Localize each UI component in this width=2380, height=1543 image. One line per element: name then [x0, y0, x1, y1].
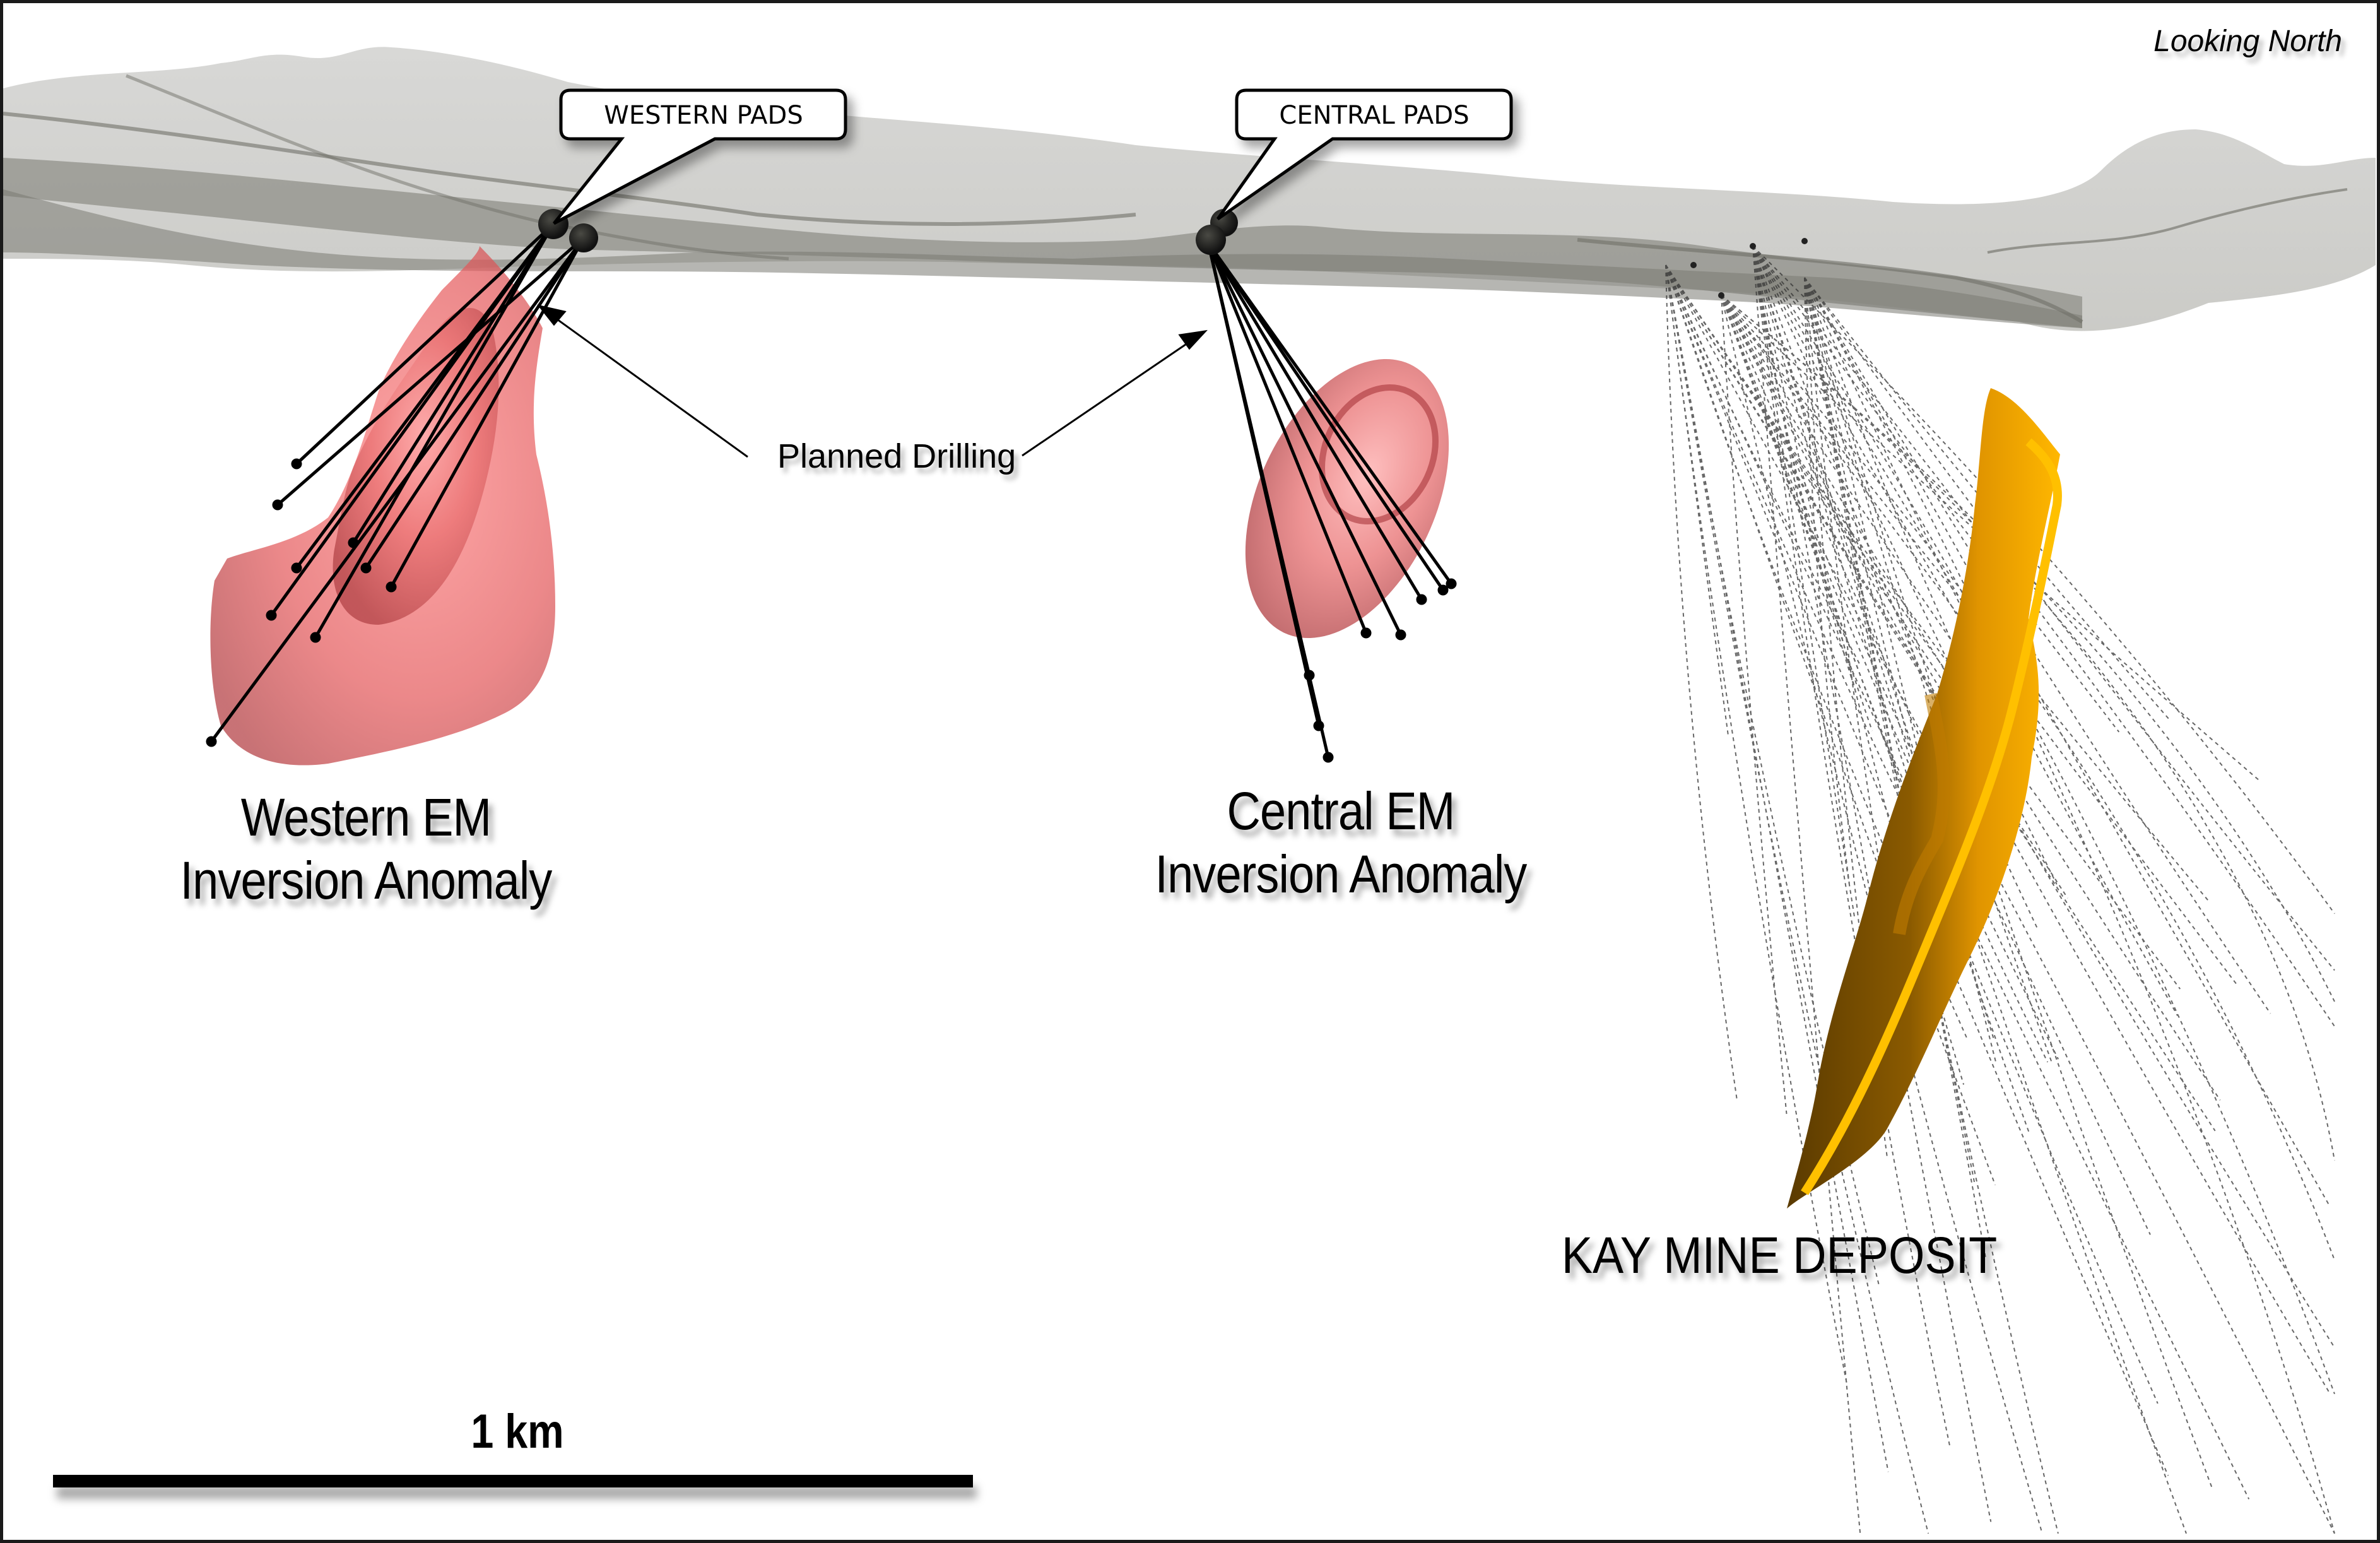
drillhole-end-marker	[266, 610, 277, 621]
planned-drillhole-trace	[1206, 242, 1453, 585]
planned-drillhole-trace	[314, 223, 555, 639]
historic-drillhole-trace	[1721, 295, 2221, 1101]
historic-drillhole-trace	[1721, 295, 2043, 1534]
planned-drillhole-trace	[1206, 242, 1403, 636]
historic-drillhole-trace	[1804, 277, 1987, 1260]
historic-drillhole-trace	[1752, 245, 1856, 690]
historic-drillhole-trace	[1804, 277, 1850, 884]
arrowhead-icon	[1178, 329, 1208, 350]
planned-drillhole-trace	[389, 237, 586, 588]
western-em-label-line2: Inversion Anomaly	[180, 851, 552, 910]
historic-drillhole-trace	[1752, 245, 2335, 1027]
drillhole-end-marker	[1416, 594, 1427, 605]
historic-drillhole-trace	[1665, 264, 1950, 692]
planned-drillhole-trace	[276, 237, 585, 506]
historic-drillhole-trace	[1752, 245, 2335, 1395]
drillhole-end-marker	[360, 562, 372, 574]
central-em-label-line2: Inversion Anomaly	[1155, 844, 1527, 904]
western-pad-collar-2	[569, 223, 598, 252]
planned-drilling-leaders	[537, 304, 1208, 458]
planned-drillhole-trace	[295, 223, 555, 465]
drillhole-end-marker	[291, 562, 302, 574]
planned-drillhole-trace	[1206, 242, 1368, 634]
drillhole-end-marker	[386, 581, 397, 593]
kay-mine-deposit-body	[1787, 388, 2062, 1209]
central-em-label-line1: Central EM	[1227, 781, 1456, 841]
historic-drillhole-trace	[1804, 277, 2213, 1489]
historic-drillhole-trace	[1665, 264, 2250, 1499]
topography-surface	[3, 47, 2376, 331]
drillhole-end-marker	[1446, 578, 1457, 589]
historic-drillhole-trace	[1665, 264, 1848, 1386]
historic-drillhole-trace	[1752, 245, 2120, 733]
drillhole-end-marker	[1360, 627, 1372, 639]
drillhole-end-marker	[291, 458, 302, 470]
central-pads-callout	[1216, 88, 1513, 221]
scale-bar	[53, 1475, 973, 1487]
central-pads-label: CENTRAL PADS	[1279, 101, 1469, 130]
central-em-anomaly-body	[1245, 358, 1449, 639]
planned-drillhole-trace	[1206, 242, 1423, 601]
historic-drillhole-trace	[1721, 295, 2210, 903]
western-pads-label: WESTERN PADS	[604, 101, 803, 130]
historic-drillhole-trace	[1804, 277, 2335, 1534]
kay-mine-deposit-label: KAY MINE DEPOSIT	[1561, 1227, 1998, 1284]
historic-drillhole-trace	[1665, 264, 2335, 1534]
drillhole-end-marker	[206, 736, 217, 747]
historic-drillhole-trace	[1752, 245, 2038, 929]
western-pads-callout	[553, 88, 847, 225]
planned-drillhole-trace	[295, 223, 555, 569]
historic-drillhole-trace	[1665, 264, 1738, 1099]
planned-drillholes	[206, 223, 1457, 763]
planned-drillhole-trace	[1206, 242, 1445, 591]
western-em-anomaly-label: Western EM Inversion Anomaly	[155, 786, 577, 912]
planned-drillhole-trace	[209, 237, 586, 743]
western-em-anomaly-body	[210, 246, 555, 766]
historic-drillhole-trace	[1665, 264, 1996, 1186]
drillhole-end-marker	[1304, 670, 1315, 681]
historic-drillhole-trace	[1721, 295, 2059, 1060]
central-em-anomaly-label: Central EM Inversion Anomaly	[1130, 779, 1552, 906]
drillhole-end-marker	[1313, 720, 1324, 731]
historic-drillhole-trace	[1665, 264, 1929, 1534]
historic-drillhole-trace	[1721, 295, 1788, 1114]
scale-bar-label: 1 km	[471, 1405, 564, 1458]
view-direction-label: Looking North	[2153, 25, 2342, 58]
historic-drillhole-trace	[1804, 277, 1996, 1062]
historic-drillhole-trace	[1665, 264, 1889, 1472]
drillhole-end-marker	[1323, 752, 1334, 763]
planned-drillhole-trace	[1206, 242, 1311, 676]
historic-drillhole-trace	[1752, 245, 1856, 918]
drillhole-end-marker	[310, 632, 321, 643]
historic-drillhole-trace	[1752, 245, 1861, 1534]
historic-drillhole-trace	[1721, 295, 2335, 1261]
drillhole-end-marker	[272, 499, 283, 511]
drillhole-end-marker	[348, 537, 359, 548]
arrowhead-icon	[537, 304, 567, 326]
planned-drillhole-trace	[351, 223, 555, 544]
drillhole-end-marker	[1395, 629, 1406, 641]
historic-drillhole-trace	[1752, 245, 1951, 1447]
historic-drillhole-trace	[1721, 295, 2331, 1395]
western-em-label-line1: Western EM	[240, 788, 492, 847]
historic-drillhole-trace	[1721, 295, 2151, 1235]
central-pad-collar-2	[1196, 225, 1226, 255]
planned-drilling-label: Planned Drilling	[777, 437, 1016, 475]
historic-drillhole-trace	[1804, 277, 1976, 1185]
historic-drillhole-trace	[1752, 245, 1992, 1522]
historic-drillhole-trace	[1721, 295, 2335, 1161]
historic-drillhole-trace	[1665, 264, 1729, 738]
historic-drillhole-trace	[1752, 245, 1960, 914]
planned-drillhole-trace	[364, 237, 586, 569]
drillhole-end-marker	[1437, 584, 1449, 596]
